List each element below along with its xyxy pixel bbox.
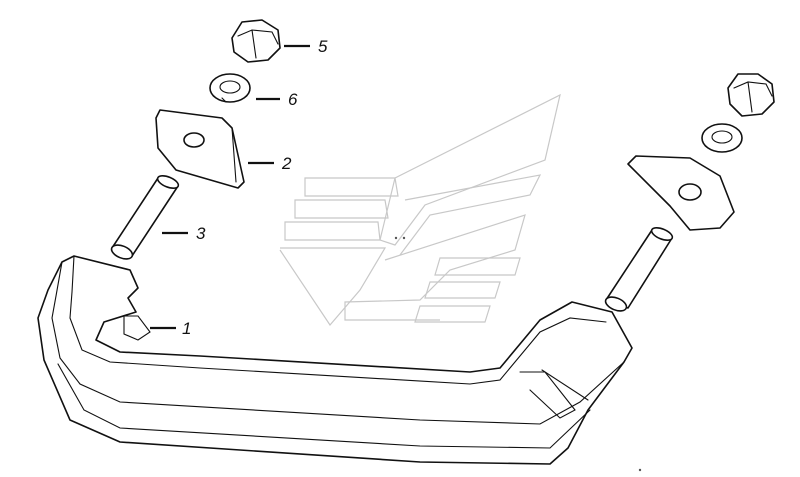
pin-part-3 bbox=[110, 174, 180, 260]
callout-2: 2 bbox=[282, 154, 292, 173]
callout-6: 6 bbox=[288, 90, 298, 109]
step-handle-part-1 bbox=[37, 236, 642, 472]
pin-right bbox=[604, 226, 674, 312]
hex-nut-part-5 bbox=[231, 19, 281, 63]
callout-5: 5 bbox=[318, 37, 328, 56]
leader-lines bbox=[150, 44, 310, 330]
callout-1: 1 bbox=[182, 319, 192, 338]
watermark-logo bbox=[279, 93, 561, 326]
mounting-plate-right bbox=[627, 155, 735, 231]
callout-3: 3 bbox=[196, 224, 206, 243]
hex-nut-right bbox=[727, 73, 775, 117]
spring-washer-right bbox=[701, 123, 743, 153]
spring-washer-part-6 bbox=[209, 73, 251, 103]
mounting-plate-part-2 bbox=[155, 109, 245, 189]
